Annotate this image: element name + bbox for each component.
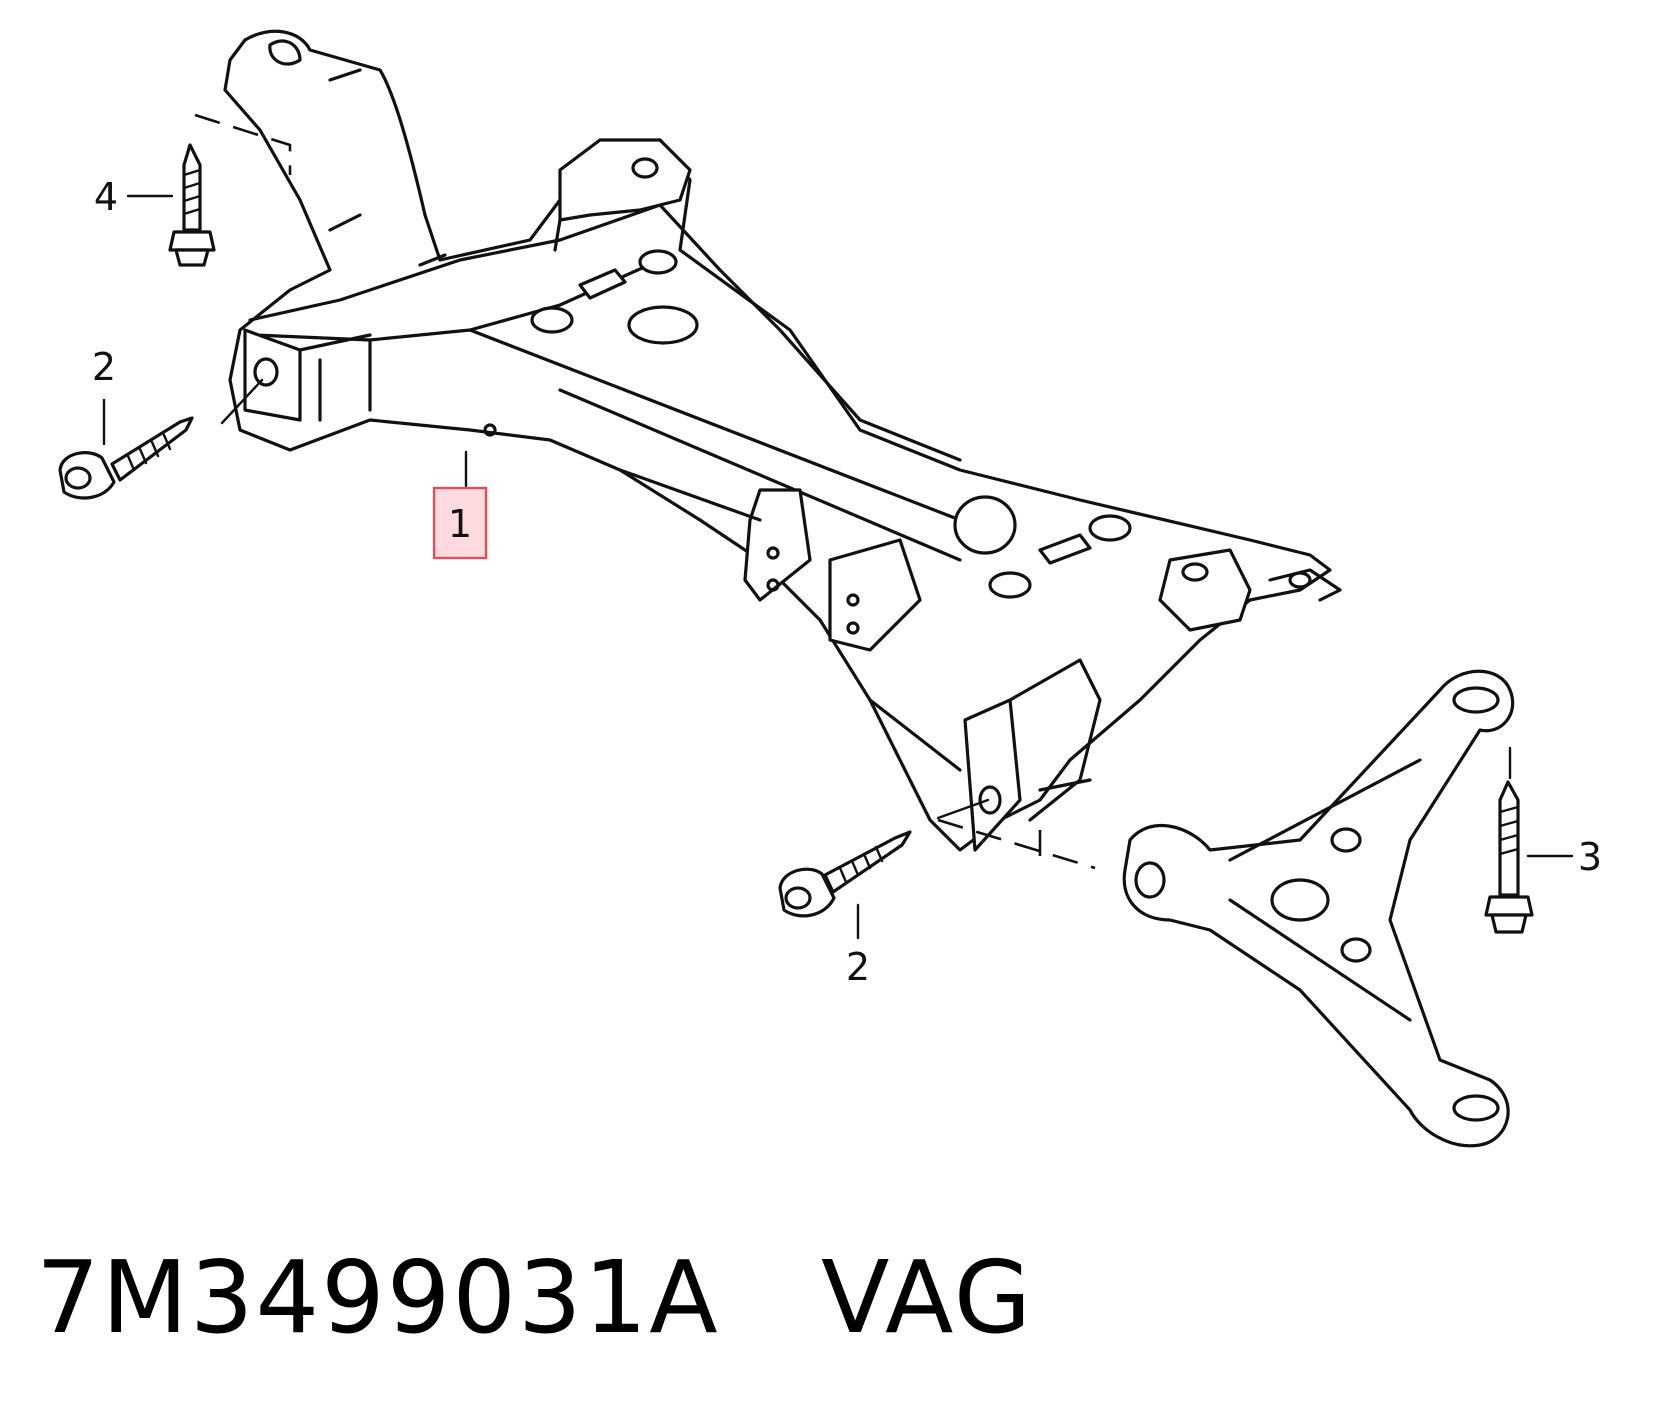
callout-4: 4 [94,175,118,219]
callout-leaders [102,194,1574,940]
callout-2-left: 2 [92,345,116,389]
part-caption: 7M3499031A VAG [36,1248,1033,1348]
control-arm [1122,669,1515,1148]
callout-2-right: 2 [846,945,870,989]
callout-1-highlight [432,486,488,560]
bolt-2-right-icon [778,830,912,918]
bolt-2-left-icon [58,416,194,500]
part-number: 7M3499031A [36,1239,720,1356]
caption-spacer [720,1239,821,1356]
brand-name: VAG [821,1239,1034,1356]
callout-3: 3 [1578,835,1602,879]
bolt-3-icon [1484,780,1534,934]
bolt-4-icon [168,143,216,267]
callout-1: 1 [448,502,472,546]
alignment-dash-lines [194,113,1096,870]
subframe-crossmember [223,29,1342,852]
